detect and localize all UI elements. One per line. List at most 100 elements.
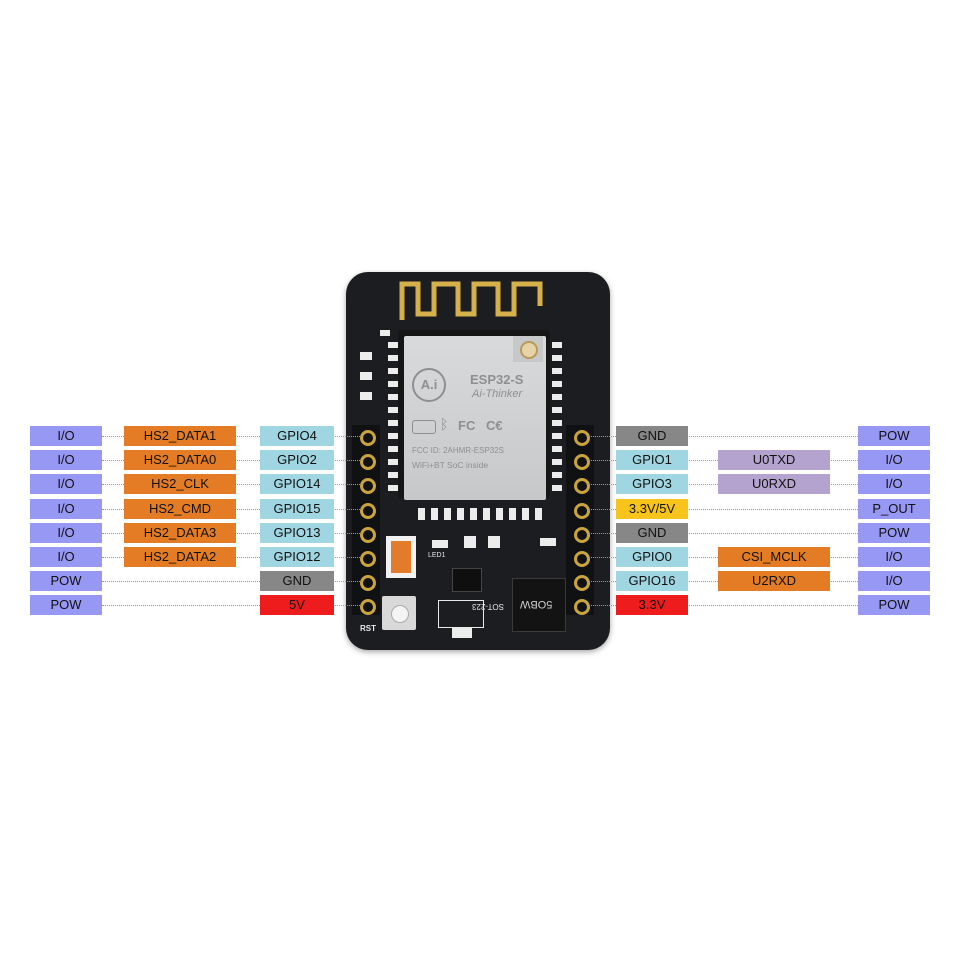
ufl-connector bbox=[513, 336, 543, 362]
module-pad bbox=[509, 508, 516, 520]
module-pad bbox=[388, 446, 398, 452]
wifi-logo-icon bbox=[412, 420, 436, 434]
smd-component bbox=[360, 352, 372, 360]
smd-component bbox=[380, 330, 390, 336]
right-pin-name-label: GPIO1 bbox=[616, 450, 688, 470]
module-pad bbox=[388, 485, 398, 491]
module-pad bbox=[535, 508, 542, 520]
module-maker: Ai-Thinker bbox=[472, 388, 523, 400]
module-brand: ESP32-S bbox=[470, 372, 524, 387]
left-pin-function-label: HS2_DATA1 bbox=[124, 426, 236, 446]
ai-thinker-logo: A.i bbox=[412, 368, 446, 402]
right-pin-function-label: U2RXD bbox=[718, 571, 830, 591]
connector-line bbox=[588, 605, 858, 606]
module-pad bbox=[444, 508, 451, 520]
right-pin-type-label: POW bbox=[858, 595, 930, 615]
right-pin-name-label: GPIO3 bbox=[616, 474, 688, 494]
left-pin-name-label: GPIO14 bbox=[260, 474, 334, 494]
smd-component bbox=[540, 538, 556, 546]
module-pad bbox=[552, 485, 562, 491]
module-pad bbox=[388, 394, 398, 400]
module-pad bbox=[552, 368, 562, 374]
led1-label: LED1 bbox=[428, 552, 446, 559]
fcc-mark-icon: FC bbox=[458, 418, 476, 433]
connector-line bbox=[102, 581, 362, 582]
module-shield bbox=[404, 336, 546, 500]
left-pin-type-label: I/O bbox=[30, 474, 102, 494]
left-pin-function-label: HS2_DATA3 bbox=[124, 523, 236, 543]
right-pin-function-label: U0RXD bbox=[718, 474, 830, 494]
header-hole bbox=[360, 575, 376, 592]
rst-label: RST bbox=[360, 624, 376, 633]
connector-line bbox=[588, 533, 858, 534]
right-pin-name-label: GPIO0 bbox=[616, 547, 688, 567]
right-pin-type-label: POW bbox=[858, 523, 930, 543]
module-fcc-id: FCC ID: 2AHMR-ESP32S bbox=[412, 446, 505, 455]
left-pin-function-label: HS2_CLK bbox=[124, 474, 236, 494]
header-hole bbox=[360, 430, 376, 446]
ce-mark-icon: C€ bbox=[486, 418, 503, 433]
right-pin-type-label: POW bbox=[858, 426, 930, 446]
right-pin-function-label: U0TXD bbox=[718, 450, 830, 470]
header-hole bbox=[360, 478, 376, 495]
header-hole bbox=[360, 454, 376, 471]
left-pin-name-label: GND bbox=[260, 571, 334, 591]
module-pad bbox=[470, 508, 477, 520]
module-wifi-bt: WiFi+BT SoC inside bbox=[412, 460, 489, 470]
left-pin-type-label: POW bbox=[30, 595, 102, 615]
transistor bbox=[452, 568, 482, 592]
module-pad bbox=[552, 446, 562, 452]
header-hole bbox=[360, 526, 376, 543]
psram-chip bbox=[512, 578, 566, 632]
connector-line bbox=[588, 436, 858, 437]
module-pad bbox=[552, 459, 562, 465]
voltage-regulator bbox=[438, 600, 484, 628]
module-pad bbox=[388, 472, 398, 478]
module-pad bbox=[388, 407, 398, 413]
header-hole bbox=[360, 502, 376, 519]
smd-component bbox=[452, 628, 472, 638]
module-pad bbox=[552, 472, 562, 478]
module-pad bbox=[552, 355, 562, 361]
right-pin-type-label: I/O bbox=[858, 571, 930, 591]
header-hole bbox=[360, 551, 376, 567]
module-pad bbox=[388, 355, 398, 361]
module-pad bbox=[552, 381, 562, 387]
regulator-label: SOT-223 bbox=[472, 602, 505, 611]
left-pin-type-label: I/O bbox=[30, 426, 102, 446]
led1-component bbox=[432, 540, 448, 548]
module-pad bbox=[418, 508, 425, 520]
left-pin-type-label: I/O bbox=[30, 523, 102, 543]
module-pad bbox=[388, 433, 398, 439]
header-hole bbox=[574, 430, 590, 446]
module-pad bbox=[552, 394, 562, 400]
right-pin-type-label: I/O bbox=[858, 474, 930, 494]
connector-line bbox=[102, 605, 362, 606]
smd-component bbox=[360, 392, 372, 400]
reset-button[interactable] bbox=[382, 596, 416, 630]
left-pin-type-label: I/O bbox=[30, 499, 102, 519]
right-pin-function-label: CSI_MCLK bbox=[718, 547, 830, 567]
left-pin-name-label: GPIO4 bbox=[260, 426, 334, 446]
left-pin-function-label: HS2_DATA2 bbox=[124, 547, 236, 567]
header-hole bbox=[574, 526, 590, 543]
module-pad bbox=[522, 508, 529, 520]
smd-component bbox=[464, 536, 476, 548]
module-pad bbox=[483, 508, 490, 520]
module-pad bbox=[552, 407, 562, 413]
header-hole bbox=[360, 599, 376, 616]
smd-component bbox=[360, 372, 372, 380]
left-pin-type-label: I/O bbox=[30, 547, 102, 567]
right-pin-name-label: 3.3V bbox=[616, 595, 688, 615]
module-pad bbox=[388, 342, 398, 348]
module-pad bbox=[552, 342, 562, 348]
header-hole bbox=[574, 575, 590, 592]
module-pad bbox=[457, 508, 464, 520]
smd-component bbox=[488, 536, 500, 548]
module-pad bbox=[388, 420, 398, 426]
connector-line bbox=[588, 509, 858, 510]
left-pin-function-label: HS2_CMD bbox=[124, 499, 236, 519]
left-pin-type-label: I/O bbox=[30, 450, 102, 470]
header-hole bbox=[574, 502, 590, 519]
